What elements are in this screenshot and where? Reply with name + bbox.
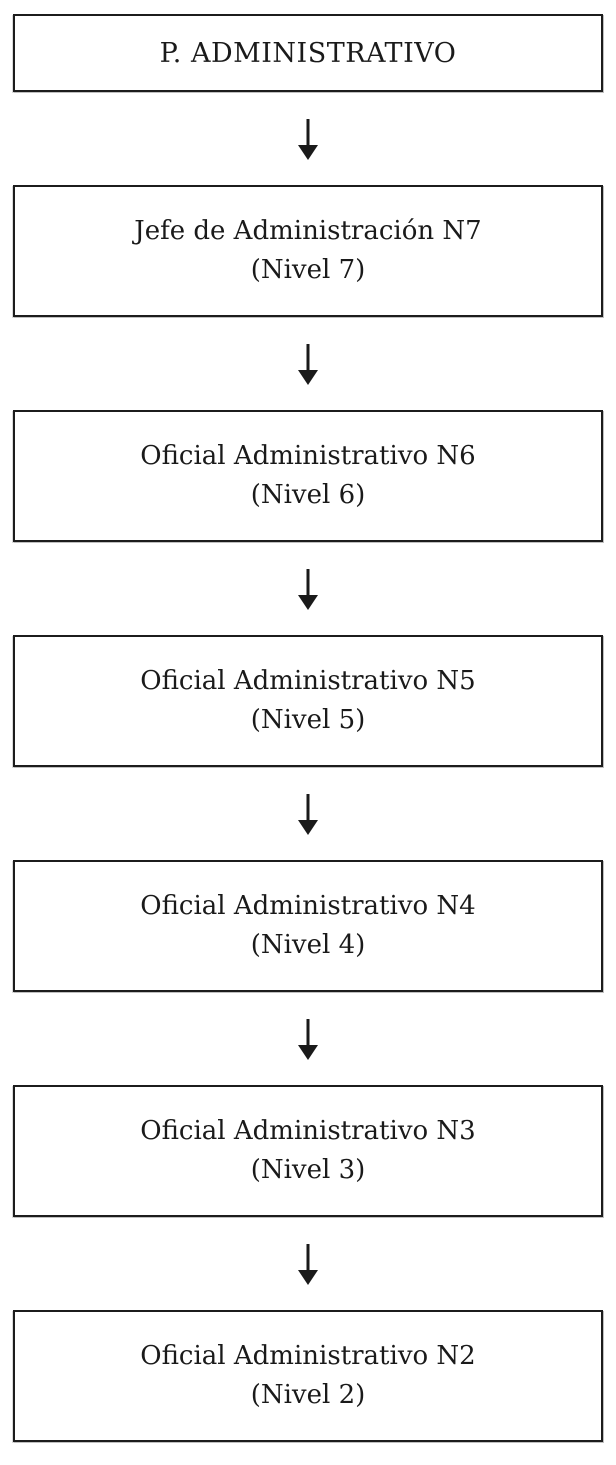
connector-4: [296, 767, 320, 860]
chart-node-nivel-3: Oficial Administrativo N3 (Nivel 3): [13, 1085, 603, 1217]
node-subtitle: (Nivel 6): [250, 480, 366, 510]
node-title: Oficial Administrativo N5: [140, 666, 476, 696]
down-arrow-icon: [298, 568, 318, 610]
down-arrow-icon: [298, 793, 318, 835]
chart-node-nivel-7: Jefe de Administración N7 (Nivel 7): [13, 185, 603, 317]
node-title: Oficial Administrativo N2: [140, 1341, 476, 1371]
connector-2: [296, 317, 320, 410]
node-title: Oficial Administrativo N6: [140, 441, 476, 471]
down-arrow-icon: [298, 118, 318, 160]
connector-6: [296, 1217, 320, 1310]
node-subtitle: (Nivel 5): [250, 705, 366, 735]
node-subtitle: (Nivel 2): [250, 1380, 366, 1410]
chart-node-nivel-6: Oficial Administrativo N6 (Nivel 6): [13, 410, 603, 542]
chart-node-nivel-4: Oficial Administrativo N4 (Nivel 4): [13, 860, 603, 992]
node-title: Oficial Administrativo N4: [140, 891, 476, 921]
node-subtitle: (Nivel 3): [250, 1155, 366, 1185]
node-subtitle: (Nivel 4): [250, 930, 366, 960]
connector-1: [296, 92, 320, 185]
connector-3: [296, 542, 320, 635]
chart-node-nivel-5: Oficial Administrativo N5 (Nivel 5): [13, 635, 603, 767]
root-node-label: P. ADMINISTRATIVO: [159, 37, 457, 69]
down-arrow-icon: [298, 1243, 318, 1285]
node-title: Oficial Administrativo N3: [140, 1116, 476, 1146]
down-arrow-icon: [298, 1018, 318, 1060]
down-arrow-icon: [298, 343, 318, 385]
chart-node-root: P. ADMINISTRATIVO: [13, 14, 603, 92]
node-subtitle: (Nivel 7): [250, 255, 366, 285]
node-title: Jefe de Administración N7: [134, 216, 482, 246]
connector-5: [296, 992, 320, 1085]
chart-node-nivel-2: Oficial Administrativo N2 (Nivel 2): [13, 1310, 603, 1442]
